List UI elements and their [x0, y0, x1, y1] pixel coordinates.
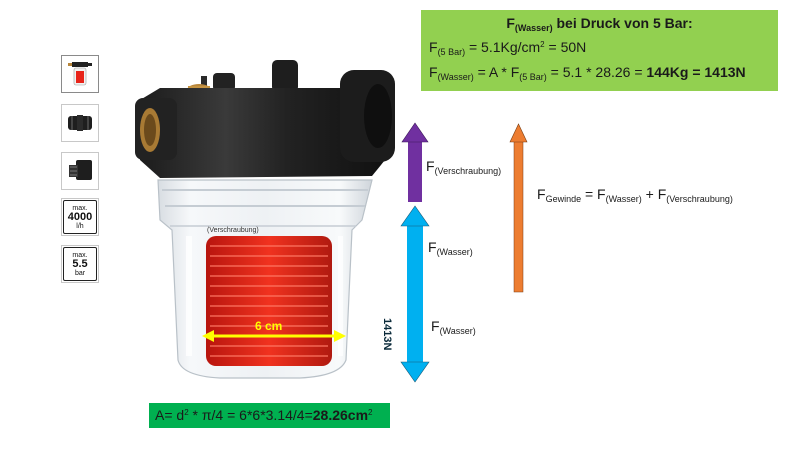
filter-head: [140, 88, 385, 178]
blue-arrow: [407, 224, 423, 362]
flow-rate-thumb[interactable]: max. 4000 l/h: [61, 198, 99, 236]
product-front-thumb[interactable]: [61, 55, 99, 93]
top-nipple-right: [272, 60, 298, 92]
red-filter-element: [206, 236, 332, 366]
pressure-unit: bar: [74, 269, 86, 277]
pressure-thumb[interactable]: max. 5.5 bar: [61, 245, 99, 283]
formula-line-2: F(Wasser) = A * F(5 Bar) = 5.1 * 28.26 =…: [429, 64, 746, 82]
pressure-badge: max. 5.5 bar: [63, 247, 97, 281]
small-overlap-label: (Verschraubung): [207, 227, 259, 234]
area-formula-box: A= d2 * π/4 = 6*6*3.14/4=28.26cm2: [149, 403, 390, 428]
flow-rate-top: max.: [72, 204, 88, 212]
pressure-top: max.: [72, 251, 88, 259]
force-verschraubung-label: F(Verschraubung): [426, 158, 502, 176]
connector-pipe-thumb[interactable]: [61, 104, 99, 142]
flow-rate-unit: l/h: [76, 222, 84, 230]
top-nipple-left: [213, 73, 235, 91]
pipe-connector-icon: [68, 115, 92, 131]
formula-title: F(Wasser) bei Druck von 5 Bar:: [506, 15, 693, 33]
screw-fitting-icon: [69, 160, 92, 180]
filter-housing-icon: [68, 62, 92, 86]
diameter-label: 6 cm: [255, 319, 283, 333]
screw-fitting-thumb[interactable]: [61, 152, 99, 190]
force-gewinde-equation: FGewinde = F(Wasser) + F(Verschraubung): [537, 186, 733, 204]
orange-arrow: [513, 139, 524, 293]
purple-arrow: [408, 140, 422, 202]
force-wasser-label-2: F(Wasser): [431, 318, 476, 336]
force-formula-box: F(Wasser) bei Druck von 5 Bar: F(5 Bar) …: [421, 10, 778, 91]
rotated-force-label: 1413N: [381, 318, 393, 351]
pressure-value: 5.5: [72, 257, 88, 270]
flow-rate-badge: max. 4000 l/h: [63, 200, 97, 234]
filter-ribs: [210, 245, 328, 357]
force-wasser-label-1: F(Wasser): [428, 239, 473, 257]
formula-line-1: F(5 Bar) = 5.1Kg/cm2 = 50N: [429, 39, 587, 57]
flow-rate-value: 4000: [67, 210, 93, 223]
